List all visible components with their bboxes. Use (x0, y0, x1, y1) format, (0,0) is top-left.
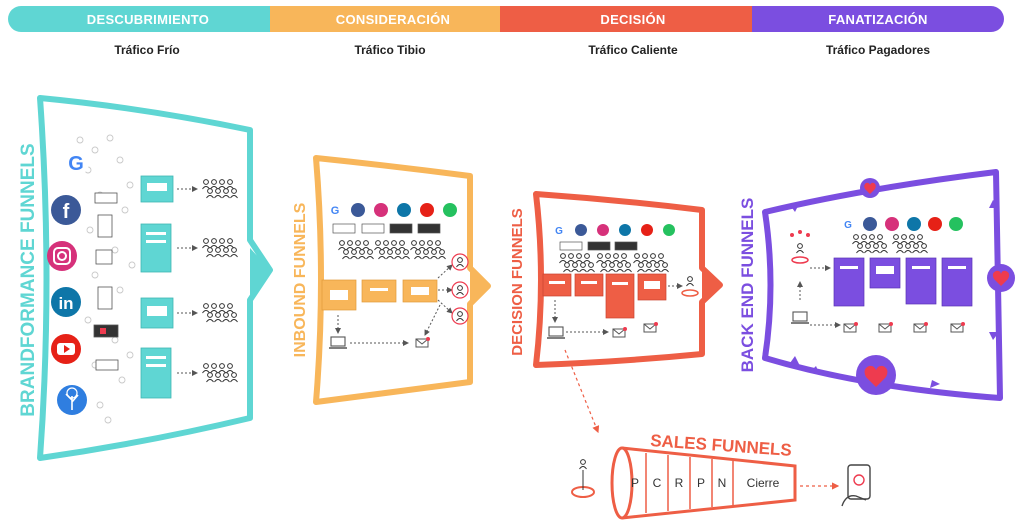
phase-consideracion: CONSIDERACIÓN (270, 6, 516, 32)
traffic-tibio: Tráfico Tibio (354, 43, 426, 57)
phase-decision: DECISIÓN (500, 6, 766, 32)
traffic-caliente: Tráfico Caliente (588, 43, 678, 57)
google-icon: G (63, 150, 89, 176)
svg-text:G: G (331, 205, 340, 217)
traffic-pagadores: Tráfico Pagadores (825, 43, 931, 57)
traffic-frio: Tráfico Frío (114, 43, 180, 57)
sales-stage-r: R (675, 476, 684, 490)
heart-icon (856, 355, 896, 395)
sales-stage-cierre: Cierre (747, 476, 780, 490)
sales-stage-p1: P (631, 476, 639, 490)
phase-descubrimiento: DESCUBRIMIENTO (8, 6, 288, 32)
decision-label: DECISION FUNNELS (509, 208, 526, 356)
phase-fanatizacion: FANATIZACIÓN (752, 6, 1004, 32)
brandformance-label: BRANDFORMANCE FUNNELS (18, 143, 39, 416)
sales-stage-n: N (718, 476, 727, 490)
svg-text:f: f (63, 201, 70, 223)
back-end-label: BACK END FUNNELS (738, 198, 757, 373)
inbound-funnel: G (292, 155, 491, 405)
sales-funnel: SALES FUNNELS P C R P N Cierre (571, 431, 871, 520)
sales-stage-c: C (653, 476, 662, 490)
linkedin-icon: in (51, 287, 81, 317)
brandformance-funnel: G f in (18, 95, 273, 461)
instagram-icon (47, 241, 77, 271)
payment-icon (841, 464, 871, 507)
svg-text:in: in (58, 294, 73, 313)
facebook-icon: f (51, 195, 81, 225)
sales-stage-p2: P (697, 476, 705, 490)
heart-icon (987, 264, 1015, 292)
inbound-label: INBOUND FUNNELS (292, 202, 309, 357)
back-end-funnel: G BACK END FU (738, 169, 1015, 401)
youtube-icon (51, 334, 81, 364)
svg-text:G: G (844, 220, 852, 231)
svg-text:G: G (68, 153, 84, 175)
sales-prospect-icon (571, 459, 595, 498)
svg-text:G: G (555, 226, 563, 237)
tree-icon (57, 385, 87, 415)
inbound-channel-icons: G (331, 203, 457, 217)
heart-icon (860, 178, 880, 198)
decision-funnel: G (509, 191, 723, 434)
